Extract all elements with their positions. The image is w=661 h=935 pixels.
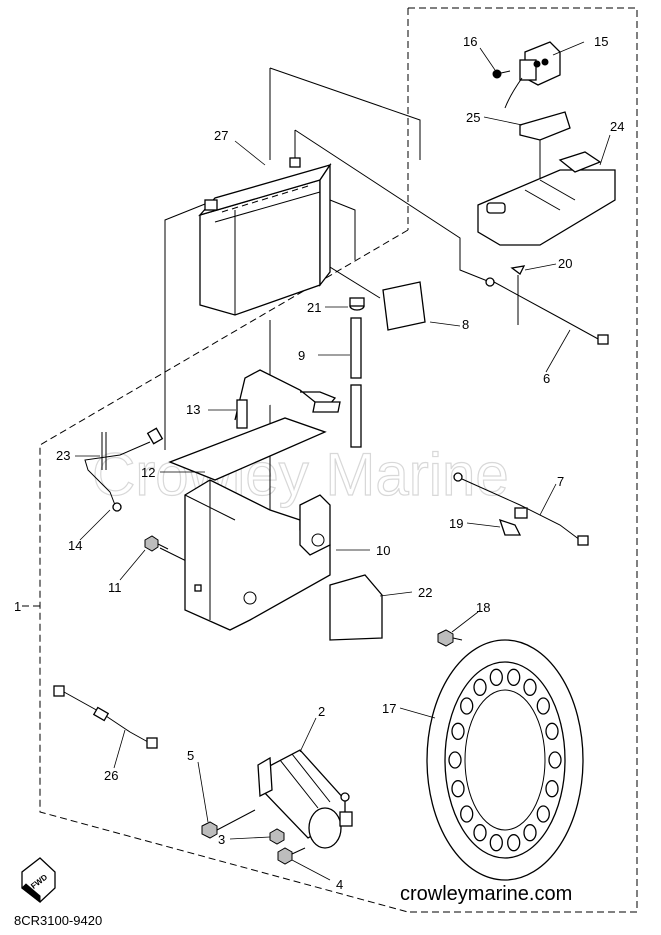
rotor-hole xyxy=(536,805,550,823)
fwd-arrow-icon: FWD xyxy=(21,857,56,904)
rotor-hole xyxy=(489,668,503,686)
label-part-22: 22 xyxy=(418,585,432,600)
motor-bolt-long[interactable] xyxy=(201,809,256,839)
breather-cap[interactable] xyxy=(349,297,365,311)
rotor-hole xyxy=(536,697,550,715)
rotor-hole xyxy=(489,834,503,852)
label-part-7: 7 xyxy=(557,474,564,489)
label-part-4: 4 xyxy=(336,877,343,892)
motor-nut[interactable] xyxy=(269,828,285,845)
label-part-23: 23 xyxy=(56,448,70,463)
watermark-text: Crowley Marine xyxy=(92,441,509,508)
motor-bolt[interactable] xyxy=(277,847,306,865)
starter-motor[interactable] xyxy=(257,749,353,849)
label-part-3: 3 xyxy=(218,832,225,847)
battery-pad[interactable] xyxy=(382,281,426,331)
label-part-24: 24 xyxy=(610,119,624,134)
label-part-12: 12 xyxy=(141,465,155,480)
lead-clamp[interactable] xyxy=(510,265,526,275)
label-part-19: 19 xyxy=(449,516,463,531)
rotor-hole xyxy=(460,805,474,823)
callout-labels: 1 2 3 4 5 6 7 8 9 10 11 12 13 14 15 16 1… xyxy=(14,34,624,892)
label-part-6: 6 xyxy=(543,371,550,386)
drawing-code: 8CR3100-9420 xyxy=(14,913,102,928)
starter-relay[interactable] xyxy=(504,41,561,109)
rotor-hole xyxy=(507,834,521,852)
site-watermark: crowleymarine.com xyxy=(400,883,572,905)
label-part-9: 9 xyxy=(298,348,305,363)
label-part-1: 1 xyxy=(14,599,21,614)
label-part-25: 25 xyxy=(466,110,480,125)
label-part-15: 15 xyxy=(594,34,608,49)
relay-bolt[interactable] xyxy=(492,69,511,79)
rotor-hole xyxy=(545,722,559,740)
label-part-20: 20 xyxy=(558,256,572,271)
battery-box-cover[interactable] xyxy=(477,151,616,246)
label-part-5: 5 xyxy=(187,748,194,763)
assembly-boundary xyxy=(22,7,638,913)
rotor-hole xyxy=(548,751,562,769)
rotor-hole xyxy=(451,780,465,798)
rotor-hole xyxy=(460,697,474,715)
rotor-hole xyxy=(545,780,559,798)
label-part-16: 16 xyxy=(463,34,477,49)
rotor-hole xyxy=(448,751,462,769)
label-part-10: 10 xyxy=(376,543,390,558)
sensor-rotor-bolt[interactable] xyxy=(437,629,463,647)
label-part-13: 13 xyxy=(186,402,200,417)
label-part-14: 14 xyxy=(68,538,82,553)
sensor-lead[interactable] xyxy=(53,685,158,749)
label-part-8: 8 xyxy=(462,317,469,332)
negative-lead[interactable] xyxy=(485,277,609,345)
rotor-hole xyxy=(473,678,487,696)
battery-band[interactable] xyxy=(234,369,341,429)
rotor-hole xyxy=(523,824,537,842)
battery-box[interactable] xyxy=(184,479,331,631)
battery[interactable] xyxy=(198,157,332,316)
lead-clamp-small[interactable] xyxy=(101,432,107,470)
label-part-26: 26 xyxy=(104,768,118,783)
relay-bracket[interactable] xyxy=(519,111,571,141)
rotor-hole xyxy=(507,668,521,686)
label-part-2: 2 xyxy=(318,704,325,719)
battery-sheet[interactable] xyxy=(168,417,327,481)
box-bolt[interactable] xyxy=(144,535,169,552)
label-part-17: 17 xyxy=(382,701,396,716)
rotor-disc[interactable] xyxy=(426,639,584,881)
breather-hose[interactable] xyxy=(350,317,362,448)
label-part-27: 27 xyxy=(214,128,228,143)
lead-holder[interactable] xyxy=(498,518,522,536)
battery-cover-plate[interactable] xyxy=(329,574,383,641)
rotor-hole xyxy=(473,824,487,842)
rotor-hole xyxy=(523,678,537,696)
label-part-21: 21 xyxy=(307,300,321,315)
label-part-11: 11 xyxy=(108,580,122,595)
positive-lead[interactable] xyxy=(84,427,164,512)
rotor-hole xyxy=(451,722,465,740)
callout-leaders xyxy=(75,41,611,881)
label-part-18: 18 xyxy=(476,600,490,615)
